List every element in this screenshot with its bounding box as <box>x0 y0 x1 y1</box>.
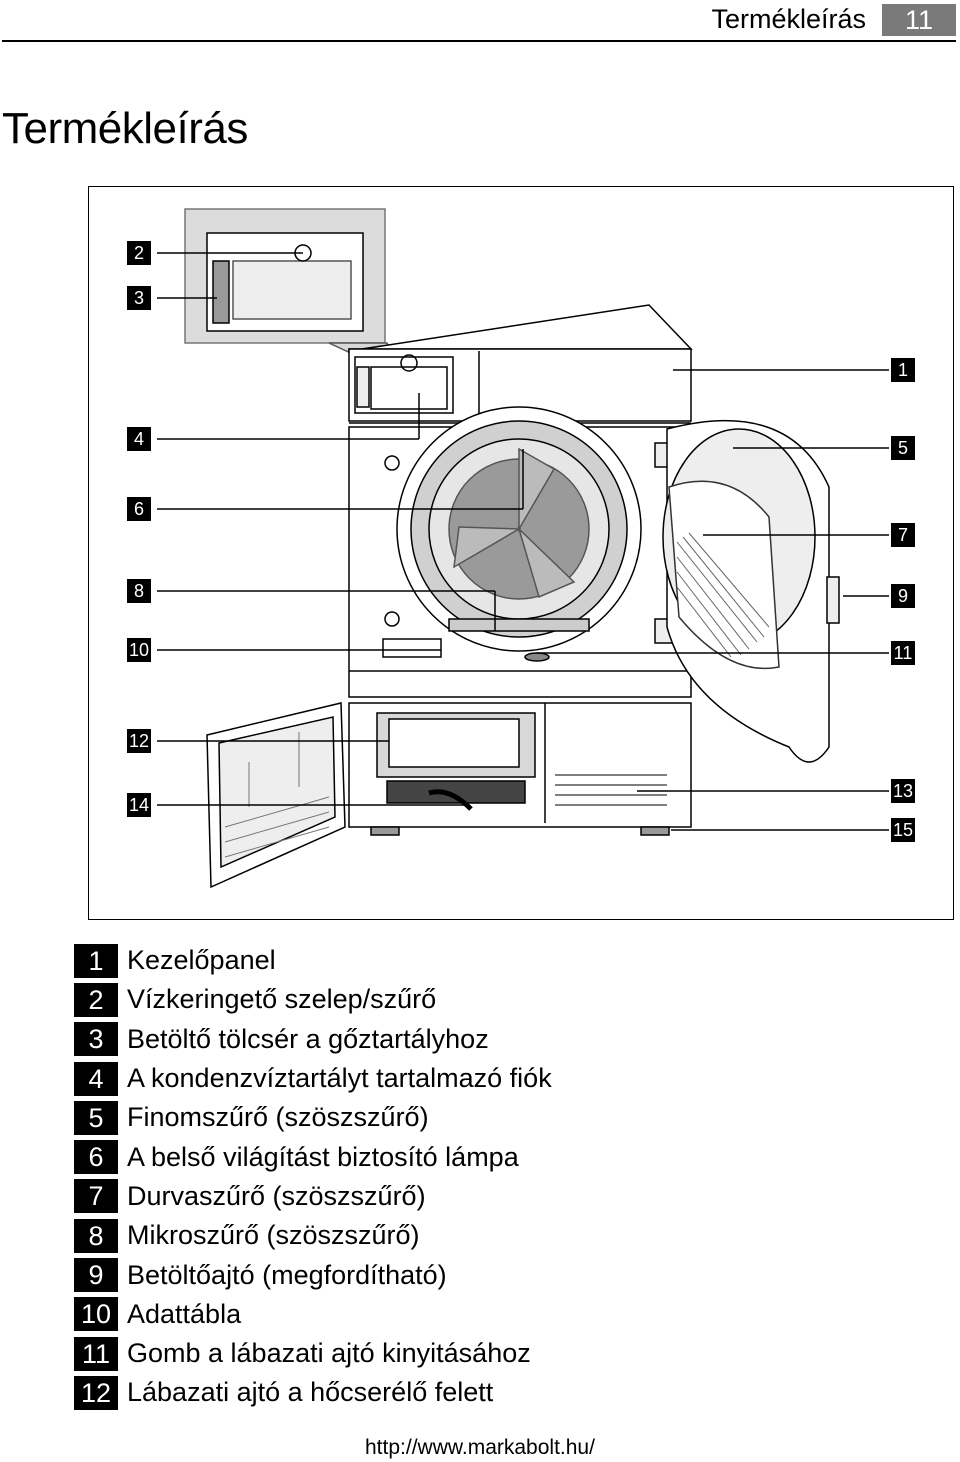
legend-number: 7 <box>74 1179 118 1214</box>
legend-number: 6 <box>74 1140 118 1175</box>
legend-label: Mikroszűrő (szöszszűrő) <box>127 1220 420 1251</box>
legend-label: A belső világítást biztosító lámpa <box>127 1141 519 1172</box>
legend-item: 2 Vízkeringető szelep/szűrő <box>74 980 552 1019</box>
callout-13: 13 <box>891 779 915 803</box>
legend-label: A kondenzvíztartályt tartalmazó fiók <box>127 1063 552 1094</box>
legend-number: 12 <box>74 1375 118 1410</box>
legend-label: Durvaszűrő (szöszszűrő) <box>127 1180 426 1211</box>
callout-9: 9 <box>891 584 915 608</box>
dryer-diagram: 2 3 4 6 8 10 12 14 1 5 7 9 11 13 15 <box>88 186 954 920</box>
legend-number: 2 <box>74 982 118 1017</box>
page-number: 11 <box>882 4 956 36</box>
callout-7: 7 <box>891 523 915 547</box>
legend-label: Lábazati ajtó a hőcserélő felett <box>127 1377 494 1408</box>
legend-number: 9 <box>74 1258 118 1293</box>
legend-item: 7 Durvaszűrő (szöszszűrő) <box>74 1177 552 1216</box>
dryer-illustration <box>157 208 889 889</box>
legend-label: Kezelőpanel <box>127 945 276 976</box>
header-section-title: Termékleírás <box>711 4 866 34</box>
callout-11: 11 <box>891 641 915 665</box>
legend-item: 4 A kondenzvíztartályt tartalmazó fiók <box>74 1059 552 1098</box>
legend-number: 8 <box>74 1218 118 1253</box>
footer-url: http://www.markabolt.hu/ <box>365 1436 595 1459</box>
page-title: Termékleírás <box>2 104 248 153</box>
legend-number: 4 <box>74 1061 118 1096</box>
legend-item: 5 Finomszűrő (szöszszűrő) <box>74 1098 552 1137</box>
callout-12: 12 <box>127 729 151 753</box>
callout-10: 10 <box>127 638 151 662</box>
callout-1: 1 <box>891 358 915 382</box>
legend-label: Betöltőajtó (megfordítható) <box>127 1259 447 1290</box>
callout-6: 6 <box>127 497 151 521</box>
legend-number: 3 <box>74 1022 118 1057</box>
legend-item: 3 Betöltő tölcsér a gőztartályhoz <box>74 1020 552 1059</box>
callout-3: 3 <box>127 286 151 310</box>
legend-item: 6 A belső világítást biztosító lámpa <box>74 1137 552 1176</box>
callout-5: 5 <box>891 436 915 460</box>
callout-4: 4 <box>127 427 151 451</box>
header-rule <box>2 40 956 42</box>
legend-number: 5 <box>74 1100 118 1135</box>
callout-14: 14 <box>127 793 151 817</box>
legend-item: 1 Kezelőpanel <box>74 941 552 980</box>
legend-item: 10 Adattábla <box>74 1295 552 1334</box>
legend-item: 12 Lábazati ajtó a hőcserélő felett <box>74 1373 552 1412</box>
legend-label: Betöltő tölcsér a gőztartályhoz <box>127 1023 489 1054</box>
legend-label: Finomszűrő (szöszszűrő) <box>127 1102 429 1133</box>
legend-label: Gomb a lábazati ajtó kinyitásához <box>127 1338 531 1369</box>
callout-2: 2 <box>127 241 151 265</box>
legend-number: 11 <box>74 1336 118 1371</box>
legend-item: 9 Betöltőajtó (megfordítható) <box>74 1255 552 1294</box>
legend-label: Adattábla <box>127 1298 242 1329</box>
legend-item: 11 Gomb a lábazati ajtó kinyitásához <box>74 1334 552 1373</box>
legend-item: 8 Mikroszűrő (szöszszűrő) <box>74 1216 552 1255</box>
callout-8: 8 <box>127 579 151 603</box>
legend-number: 10 <box>74 1297 118 1332</box>
callout-15: 15 <box>891 818 915 842</box>
legend-label: Vízkeringető szelep/szűrő <box>127 984 437 1015</box>
legend-number: 1 <box>74 943 118 978</box>
